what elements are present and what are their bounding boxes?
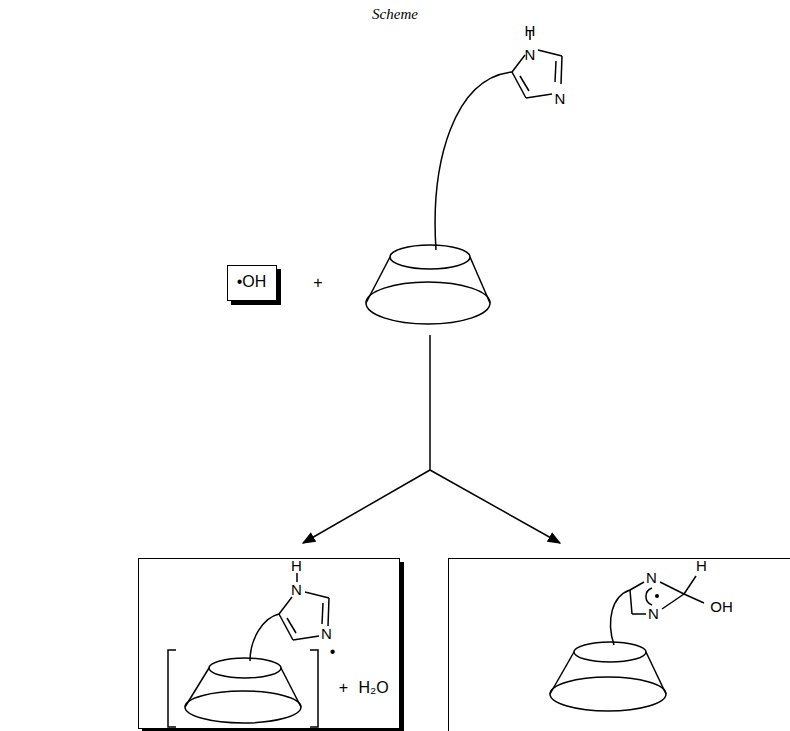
plus-sign: + [313,275,322,291]
product-box: N H N OH [448,558,790,731]
atom-label: H₂O [358,680,388,696]
atom-label: N [646,570,657,585]
molecules [168,31,704,727]
plus-sign: + [339,680,348,696]
atom-label: N [555,91,566,106]
atom-label: N [648,606,659,621]
scheme-title: Scheme [372,7,418,22]
reagent-label: •OH [237,274,267,290]
atom-label: H [696,558,707,573]
product-box: HNN•+H₂O [138,558,400,729]
atom-label: H [291,558,302,573]
atom-label: N [525,47,536,62]
reagent-box: •OH [227,265,277,301]
radical-dot: • [330,644,336,660]
atom-label: N [321,626,332,641]
atom-label: H [525,23,536,38]
atom-label: N [291,582,302,597]
atom-label: OH [710,599,733,614]
